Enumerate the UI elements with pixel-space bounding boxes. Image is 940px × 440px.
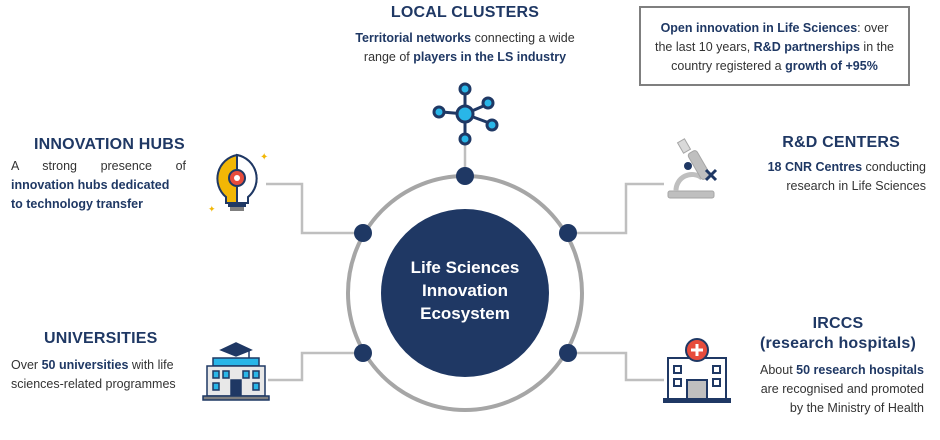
rd-centers-text-2: research in Life Sciences — [786, 179, 926, 193]
center-circle — [381, 209, 549, 377]
universities-bold-1: 50 universities — [41, 358, 129, 372]
svg-text:✦: ✦ — [260, 152, 268, 163]
stat-box-text-3: in the — [859, 40, 894, 54]
irccs-text-3: by the Ministry of Health — [789, 401, 924, 415]
stat-box: Open innovation in Life Sciences: over t… — [639, 6, 910, 86]
rd-centers-title: R&D CENTERS — [782, 134, 900, 151]
rd-centers-text-1: conducting — [862, 160, 926, 174]
local-clusters-bold-2: players in the LS industry — [413, 50, 567, 64]
universities-text-3: sciences-related programmes — [11, 377, 176, 391]
irccs-title: IRCCS (research hospitals) — [752, 314, 924, 354]
local-clusters-title: LOCAL CLUSTERS — [390, 4, 540, 21]
stat-box-bold-3: growth of +95% — [785, 59, 878, 73]
universities-description: Over 50 universities with life sciences-… — [11, 356, 201, 394]
irccs-title-1: IRCCS — [812, 315, 864, 332]
stat-box-text-2: the last 10 years, — [654, 40, 754, 54]
universities-title: UNIVERSITIES — [44, 330, 158, 347]
innovation-hubs-bold-2: to technology transfer — [11, 197, 143, 211]
center-line-3: Ecosystem — [420, 304, 510, 323]
network-icon — [432, 82, 499, 146]
irccs-text-2: are recognised and promoted — [760, 382, 924, 396]
stat-box-bold-1: Open innovation in Life Sciences — [660, 21, 858, 35]
irccs-bold-1: 50 research hospitals — [796, 363, 924, 377]
dot-right-lower — [559, 344, 577, 362]
rd-centers-description: 18 CNR Centres conducting research in Li… — [730, 158, 926, 196]
stat-box-text-1: : over — [857, 21, 889, 35]
connector-lines — [266, 140, 664, 382]
innovation-hubs-title: INNOVATION HUBS — [34, 136, 185, 153]
svg-text:✦: ✦ — [208, 204, 216, 214]
center-line-1: Life Sciences — [410, 258, 520, 277]
irccs-description: About 50 research hospitals are recognis… — [734, 361, 924, 418]
stat-box-text-4: country registered a — [671, 59, 786, 73]
universities-text-2: with life — [128, 358, 174, 372]
university-building-icon — [202, 342, 270, 401]
innovation-hubs-bold-1: innovation hubs dedicated — [11, 178, 170, 192]
dot-left-lower — [354, 344, 372, 362]
irccs-text-1: About — [760, 363, 797, 377]
stat-box-bold-2: R&D partnerships — [753, 40, 860, 54]
dot-top — [456, 167, 474, 185]
local-clusters-text-2: range of — [363, 50, 414, 64]
rd-centers-bold-1: 18 CNR Centres — [767, 160, 863, 174]
center-label: Life Sciences Innovation Ecosystem — [380, 256, 550, 325]
local-clusters-text-1: connecting a wide — [471, 31, 575, 45]
microscope-icon — [667, 138, 718, 199]
dot-right-upper — [559, 224, 577, 242]
local-clusters-description: Territorial networks connecting a wide r… — [320, 29, 610, 67]
hospital-icon — [663, 338, 731, 403]
lightbulb-gear-icon: ✦ ✦ — [208, 152, 268, 214]
local-clusters-bold-1: Territorial networks — [355, 31, 472, 45]
irccs-title-2: (research hospitals) — [759, 335, 917, 352]
universities-text-1: Over — [11, 358, 42, 372]
innovation-hubs-description: A strong presence of innovation hubs ded… — [11, 157, 186, 214]
innovation-hubs-text-1: A strong presence of — [11, 159, 186, 173]
ring-dots — [354, 167, 577, 362]
center-line-2: Innovation — [422, 281, 508, 300]
dot-left-upper — [354, 224, 372, 242]
